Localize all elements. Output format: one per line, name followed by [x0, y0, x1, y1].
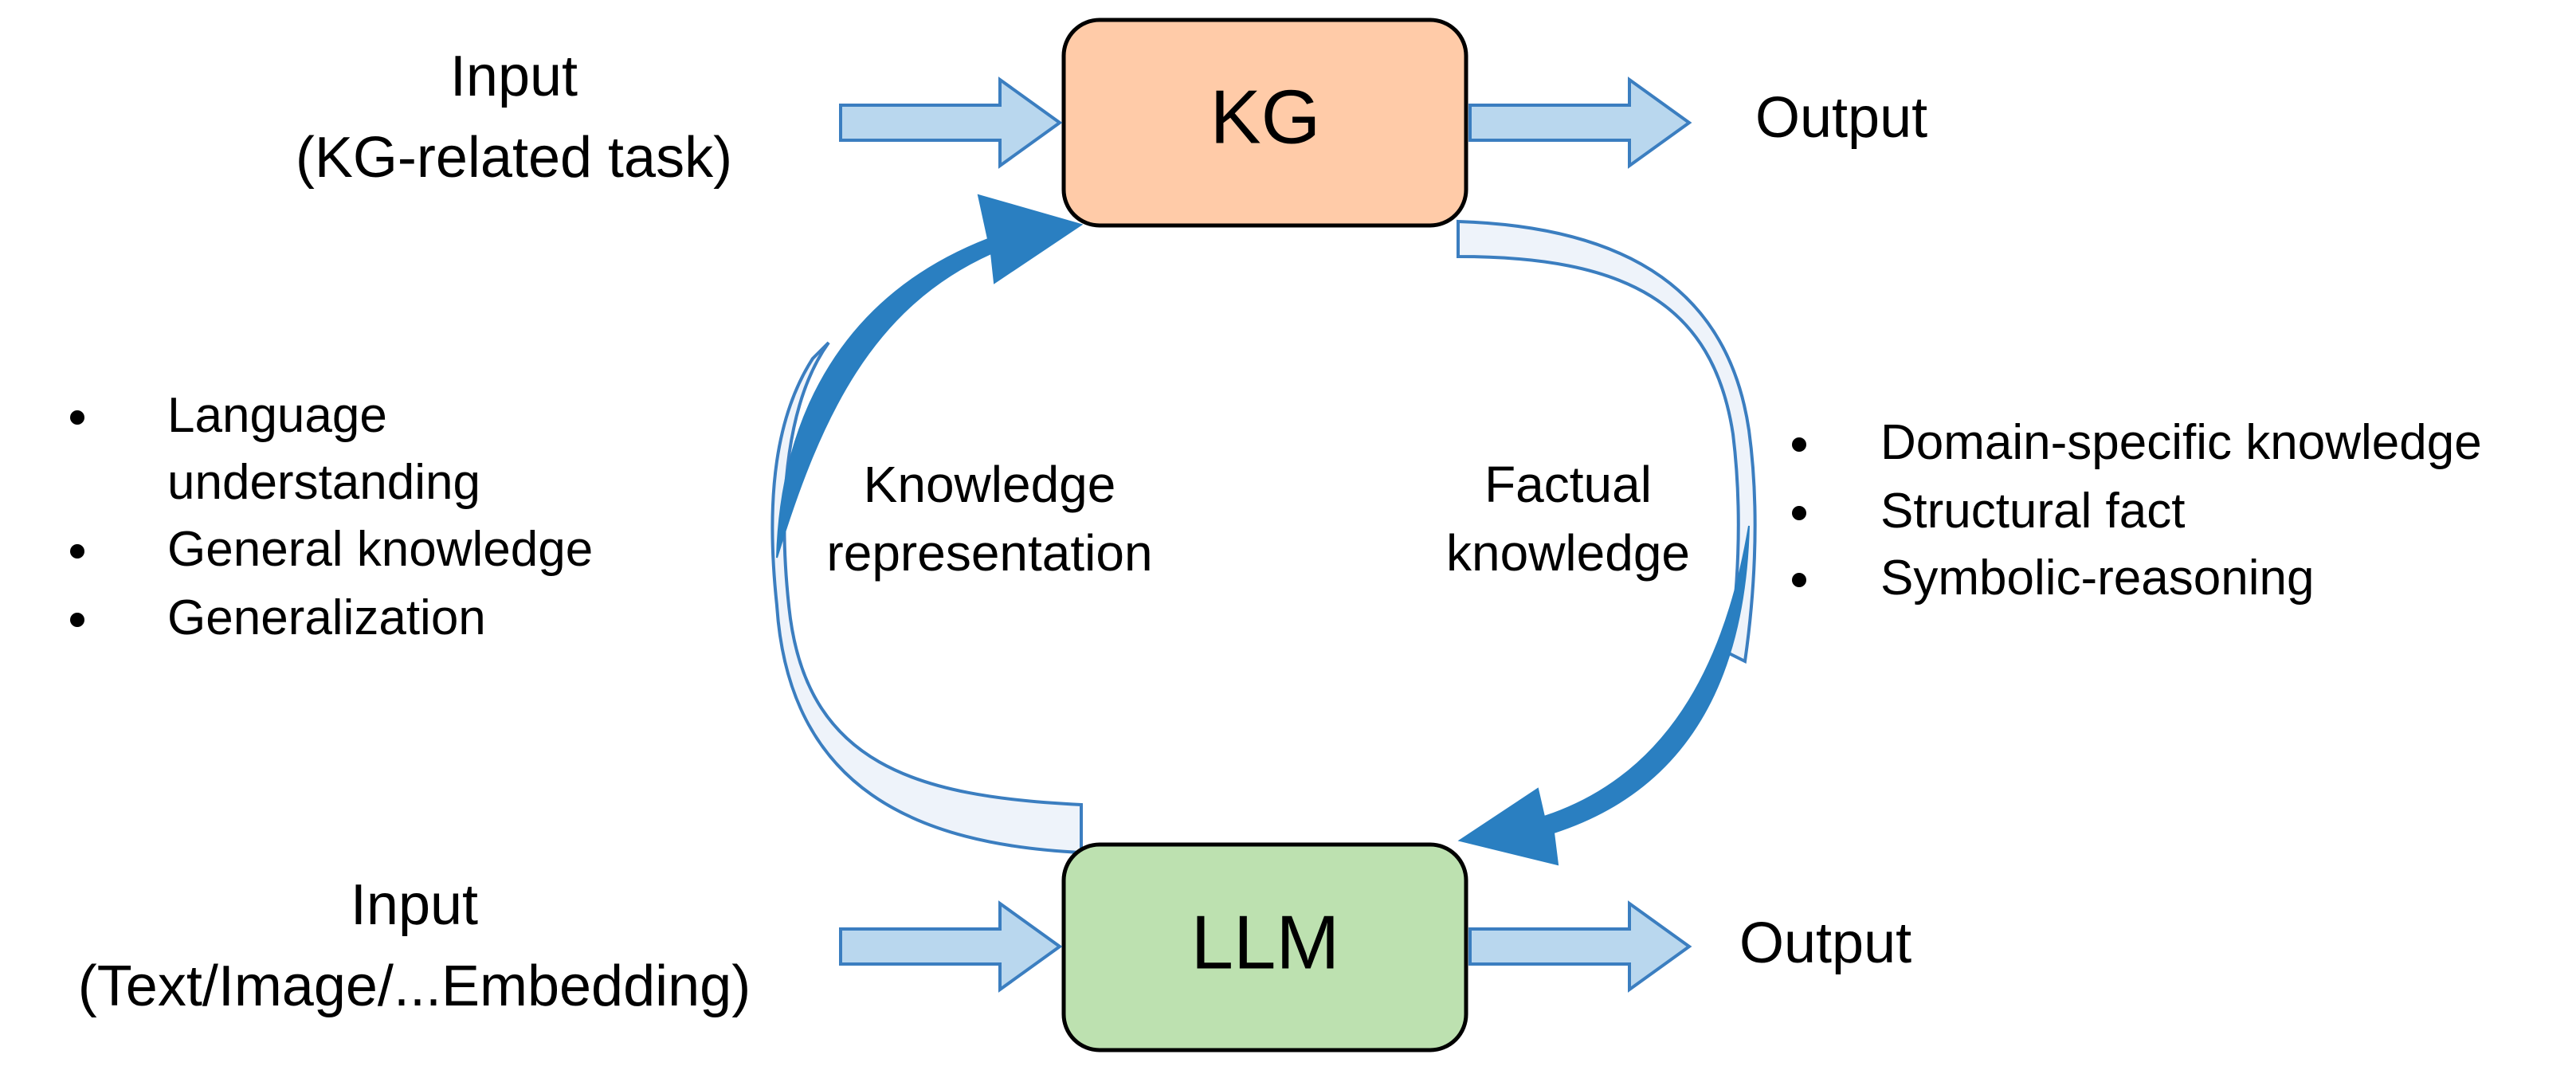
right-bullet-item1: Domain-specific knowledge: [1880, 415, 2482, 470]
kg-input-line2: (KG-related task): [296, 126, 732, 190]
kg-output-arrow: [1468, 76, 1692, 169]
kg-box-label: KG: [1210, 74, 1321, 159]
left-bullet-dot-2: [70, 544, 84, 559]
kg-input-line1: Input: [450, 45, 578, 108]
left-arc-label-line1: Knowledge: [864, 456, 1116, 513]
llm-box: [1061, 842, 1468, 1052]
left-bullet-item1-line2: understanding: [167, 455, 480, 510]
left-arc-label-line2: representation: [826, 524, 1152, 582]
left-bullet-item3: Generalization: [167, 590, 486, 645]
left-bullet-dot-1: [70, 410, 84, 425]
right-bullet-item3: Symbolic-reasoning: [1880, 551, 2314, 606]
right-bullet-dot-2: [1792, 506, 1806, 520]
right-bullet-item2: Structural fact: [1880, 484, 2185, 539]
llm-input-line2: (Text/Image/...Embedding): [78, 954, 751, 1018]
kg-output-label: Output: [1755, 86, 1927, 150]
left-bullet-dot-3: [70, 613, 84, 627]
right-bullet-dot-3: [1792, 573, 1806, 587]
llm-output-label: Output: [1739, 911, 1911, 975]
llm-box-label: LLM: [1191, 900, 1340, 985]
left-bullet-item1-line1: Language: [167, 388, 387, 443]
right-arc-label-line2: knowledge: [1446, 524, 1690, 582]
llm-input-arrow: [839, 900, 1063, 993]
right-bullet-dot-1: [1792, 437, 1806, 452]
right-arc-label-line1: Factual: [1484, 456, 1652, 513]
left-arc-light: [770, 341, 1083, 855]
left-bullet-item2: General knowledge: [167, 522, 593, 577]
llm-input-line1: Input: [351, 873, 478, 937]
llm-output-arrow: [1468, 900, 1692, 993]
left-arc-solid-arrow: [776, 194, 1084, 559]
right-arc-solid-arrow: [1457, 525, 1750, 866]
kg-input-arrow: [839, 76, 1063, 169]
right-arc-light: [1457, 219, 1757, 664]
kg-box: [1061, 18, 1468, 228]
